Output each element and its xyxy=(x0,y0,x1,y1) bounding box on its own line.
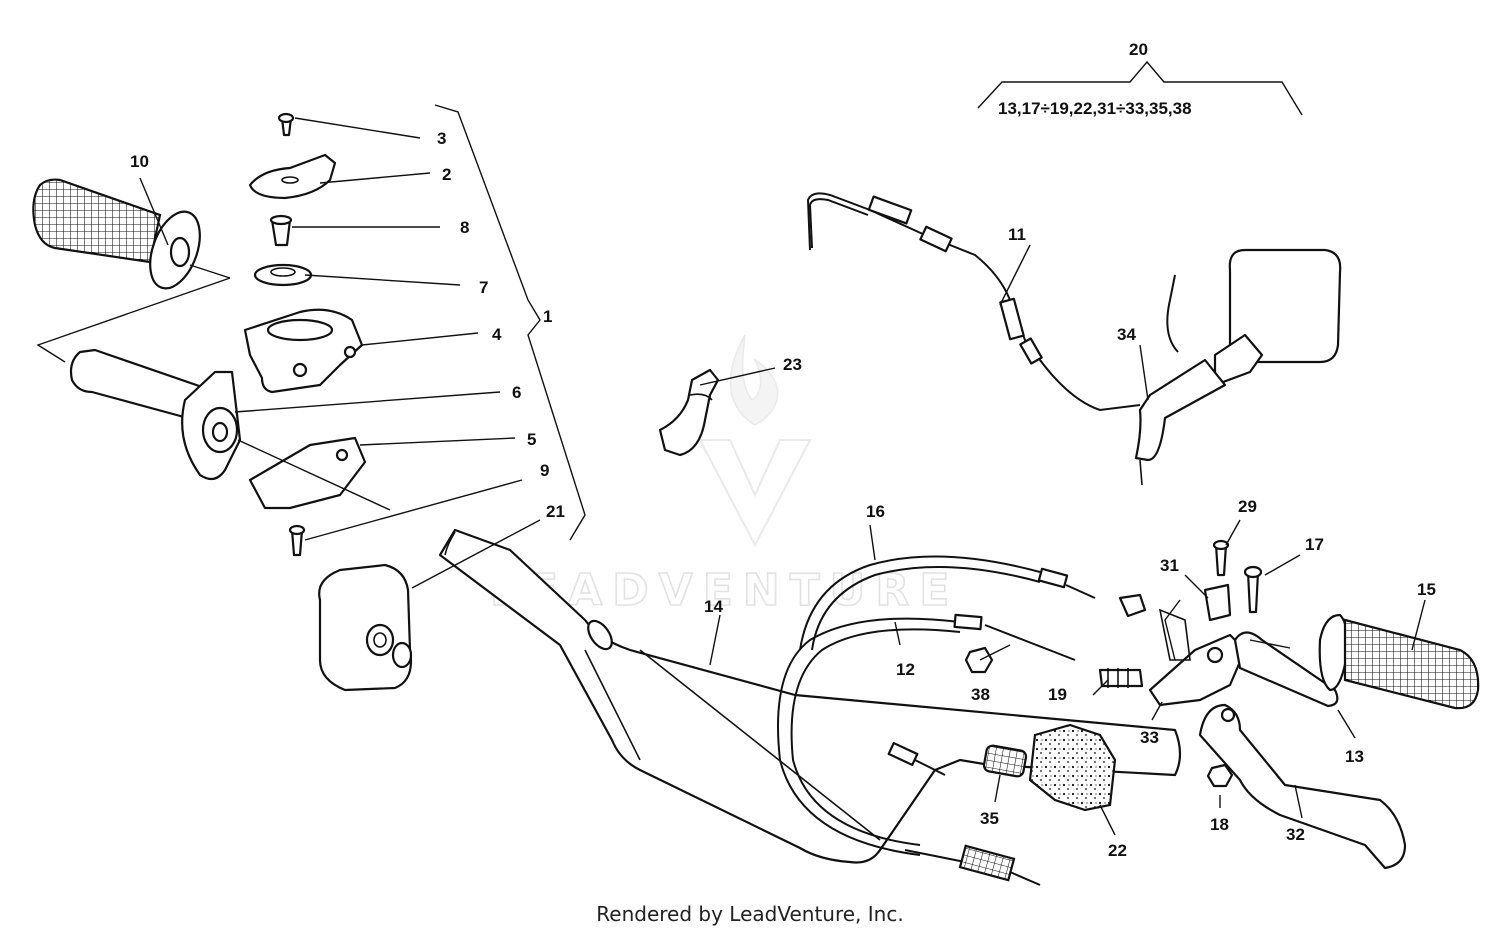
footer-credit: Rendered by LeadVenture, Inc. xyxy=(596,902,904,926)
callout-11: 11 xyxy=(1008,225,1026,244)
callout-23: 23 xyxy=(783,355,802,374)
clutch-cable xyxy=(799,555,1096,651)
callout-17: 17 xyxy=(1305,535,1324,554)
explode-line xyxy=(36,277,231,363)
pivot-bolt xyxy=(1243,565,1263,614)
callout-13: 13 xyxy=(1345,747,1364,766)
switch xyxy=(1028,723,1117,812)
callout-20: 20 xyxy=(1129,40,1148,59)
callout-29: 29 xyxy=(1238,497,1257,516)
callout-22: 22 xyxy=(1108,841,1127,860)
bush xyxy=(269,214,293,247)
callout-10: 10 xyxy=(130,152,149,171)
handlebar-cover xyxy=(318,563,413,692)
callout-6: 6 xyxy=(512,383,521,402)
callout-5: 5 xyxy=(527,430,536,449)
adjuster-nut xyxy=(1118,593,1147,618)
callout-15: 15 xyxy=(1417,580,1436,599)
throttle-housing-upper xyxy=(243,308,364,394)
decompressor-cable xyxy=(777,613,1076,886)
kit-contents: 13,17÷19,22,31÷33,35,38 xyxy=(998,99,1192,118)
callout-7: 7 xyxy=(479,278,488,297)
throttle-housing-lower xyxy=(248,436,367,510)
throttle-tube xyxy=(181,370,242,481)
clamp xyxy=(658,368,720,457)
callout-8: 8 xyxy=(460,218,469,237)
callout-9: 9 xyxy=(540,461,549,480)
short-lever xyxy=(1233,631,1339,708)
kit-bracket xyxy=(434,104,586,541)
lever-bracket xyxy=(1148,583,1247,707)
callout-32: 32 xyxy=(1286,825,1305,844)
gasket xyxy=(253,263,313,287)
screw-top xyxy=(277,112,295,137)
throttle-cover xyxy=(248,153,337,200)
throttle-sleeve xyxy=(69,348,207,422)
callout-21: 21 xyxy=(546,502,565,521)
callout-labels: 3 2 8 7 4 1 6 5 9 21 10 23 11 34 20 13,1… xyxy=(130,40,1436,860)
screw xyxy=(1212,539,1230,577)
watermark-logo xyxy=(698,334,812,548)
callout-14: 14 xyxy=(704,597,723,616)
throttle-cable xyxy=(806,192,1141,412)
mirror xyxy=(1134,248,1342,486)
lever-nut xyxy=(1206,763,1234,788)
callout-16: 16 xyxy=(866,502,885,521)
callout-3: 3 xyxy=(437,129,446,148)
right-grip xyxy=(1318,613,1480,710)
left-grip xyxy=(32,178,201,290)
clutch-lever xyxy=(1198,703,1407,870)
cable-adjuster xyxy=(1098,668,1144,688)
leader-lines xyxy=(139,117,1426,836)
callout-4: 4 xyxy=(492,325,502,344)
callout-38: 38 xyxy=(971,685,990,704)
explode-line xyxy=(189,264,231,279)
callout-35: 35 xyxy=(980,809,999,828)
callout-19: 19 xyxy=(1048,685,1067,704)
callout-2: 2 xyxy=(442,165,451,184)
adjuster xyxy=(982,744,1028,778)
callout-12: 12 xyxy=(896,660,915,679)
nut xyxy=(964,646,994,674)
callout-1: 1 xyxy=(543,307,552,326)
screw-bottom xyxy=(288,524,306,557)
callout-33: 33 xyxy=(1140,728,1159,747)
explode-line xyxy=(237,439,391,511)
callout-18: 18 xyxy=(1210,815,1229,834)
callout-34: 34 xyxy=(1117,325,1136,344)
callout-31: 31 xyxy=(1160,556,1179,575)
kit-bracket-20 xyxy=(977,60,1303,116)
